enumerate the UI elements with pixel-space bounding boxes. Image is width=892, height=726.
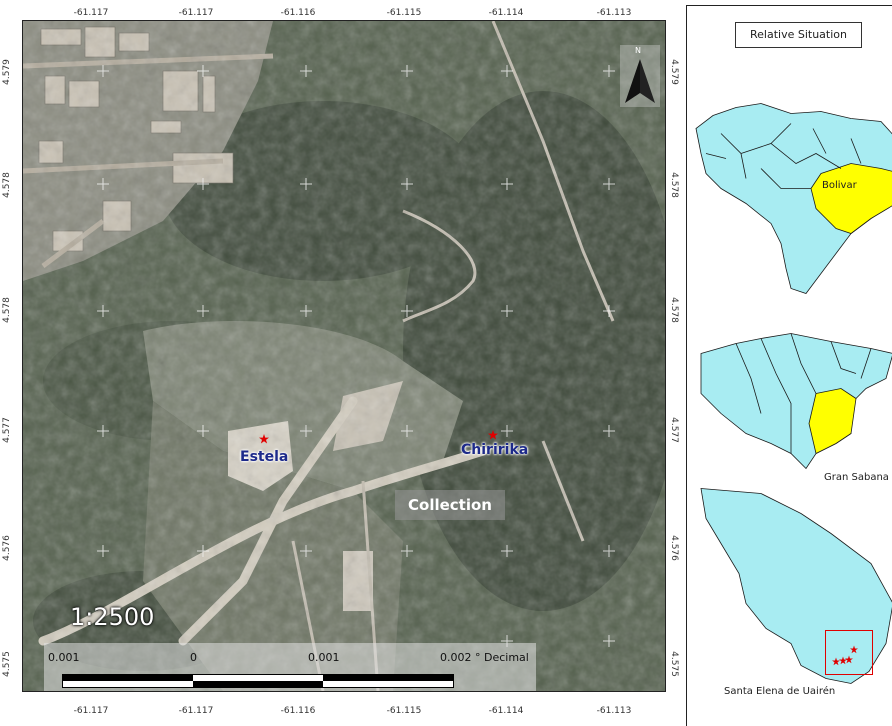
satellite-map[interactable]: [22, 20, 666, 692]
top-coord-label: -61.114: [488, 8, 524, 18]
scale-segment: [193, 675, 323, 687]
study-area-frame: [825, 630, 873, 675]
venezuela-map: [695, 103, 892, 294]
top-coord-label: -61.116: [280, 8, 316, 18]
bolivar-label: Bolivar: [822, 180, 857, 191]
bolivar-map: [700, 333, 892, 470]
gran-sabana-map: [700, 488, 892, 684]
right-coord-label: 4.579: [669, 59, 679, 85]
north-arrow: N: [620, 45, 660, 107]
right-coord-label: 4.575: [669, 651, 679, 677]
left-coord-label: 4.576: [2, 535, 12, 561]
relative-situation-panel: [686, 5, 892, 726]
chiririka-marker[interactable]: [488, 430, 498, 440]
north-arrow-icon: [620, 45, 660, 107]
right-coord-label: 4.578: [669, 172, 679, 198]
estela-marker[interactable]: [259, 434, 269, 444]
santa-elena-label: Santa Elena de Uairén: [724, 686, 836, 697]
top-coord-label: -61.115: [386, 8, 422, 18]
bottom-coord-label: -61.115: [386, 706, 422, 716]
left-coord-label: 4.577: [2, 417, 12, 443]
bottom-coord-label: -61.117: [73, 706, 109, 716]
bottom-coord-label: -61.116: [280, 706, 316, 716]
scale-segment: [323, 675, 453, 687]
left-coord-label: 4.575: [2, 651, 12, 677]
inset-site-markers: [832, 645, 858, 666]
satellite-imagery: [23, 21, 665, 691]
locator-maps: [695, 103, 892, 684]
north-label: N: [635, 46, 641, 55]
left-coord-label: 4.578: [2, 297, 12, 323]
collection-area-label: Collection: [395, 490, 505, 520]
scale-tick-label: 0.002 ° Decimal: [440, 651, 529, 664]
gran-sabana-municipality: [808, 388, 857, 455]
left-coord-label: 4.579: [2, 59, 12, 85]
scale-bar: [62, 674, 454, 688]
bolivar-state: [810, 163, 892, 234]
gran-sabana-label: Gran Sabana: [824, 472, 889, 483]
right-coord-label: 4.578: [669, 297, 679, 323]
right-coord-label: 4.576: [669, 535, 679, 561]
bottom-coord-label: -61.114: [488, 706, 524, 716]
bottom-coord-label: -61.117: [178, 706, 214, 716]
scale-ratio: 1:2500: [70, 603, 155, 631]
bottom-coord-label: -61.113: [596, 706, 632, 716]
scale-tick-label: 0.001: [308, 651, 340, 664]
right-coord-label: 4.577: [669, 417, 679, 443]
site-label-chiririka: Chiririka: [461, 442, 529, 458]
left-coord-label: 4.578: [2, 172, 12, 198]
top-coord-label: -61.117: [178, 8, 214, 18]
scale-tick-label: 0.001: [48, 651, 80, 664]
site-label-estela: Estela: [240, 449, 289, 465]
top-coord-label: -61.113: [596, 8, 632, 18]
relative-situation-title: Relative Situation: [735, 22, 862, 48]
scale-segment: [63, 675, 193, 687]
top-coord-label: -61.117: [73, 8, 109, 18]
scale-tick-label: 0: [190, 651, 197, 664]
